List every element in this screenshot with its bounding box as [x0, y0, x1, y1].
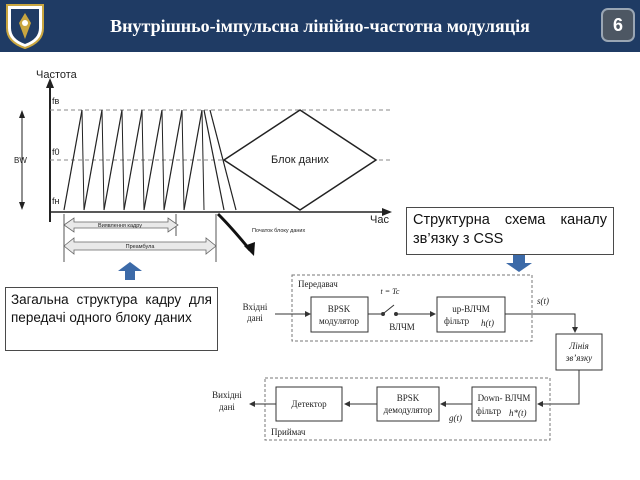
chirp-reset-line	[141, 109, 145, 211]
receiver-frame	[264, 377, 551, 441]
down-filter-label-2: фільтр	[476, 406, 502, 416]
time-axis-label: Час	[370, 214, 389, 226]
f-bottom-label: fн	[52, 196, 60, 206]
receiver-label: Приймач	[271, 427, 306, 437]
slide-title: Внутрішньо-імпульсна лінійно-частотна мо…	[110, 16, 530, 36]
sync-bar-label: Виявлення кадру	[98, 223, 142, 229]
input-data-line-1: Вхідні	[243, 302, 268, 312]
chirp-reset-line	[161, 109, 165, 211]
chirp-reset-line	[201, 109, 205, 211]
up-callout-arrow-icon	[118, 262, 142, 280]
switch-time-label: t = Tc	[381, 287, 400, 296]
bpsk-modulator-label-1: BPSK	[328, 304, 351, 314]
bpsk-demodulator-block	[376, 386, 440, 422]
transmitter-frame	[291, 274, 533, 342]
signal-g-label: g(t)	[449, 413, 462, 423]
signal-s-label: s(t)	[537, 296, 549, 306]
channel-block	[555, 333, 603, 371]
chirp-label: ВЛЧМ	[389, 322, 415, 332]
up-filter-label-2: фільтр	[444, 316, 470, 326]
channel-to-rx-arrow	[537, 370, 580, 407]
chirp-sweeps	[63, 109, 237, 211]
up-chirp-sweep	[123, 109, 143, 211]
preamble-bar	[63, 237, 217, 255]
block-start-label: Початок блоку даних	[252, 228, 306, 234]
frame-structure-callout: Загальна структура кадру для передачі од…	[5, 287, 218, 351]
frequency-axis-arrow-icon	[46, 78, 54, 88]
data-block-diamond	[222, 109, 378, 211]
up-chirp-sweep	[83, 109, 103, 211]
sync-bar	[63, 217, 179, 233]
chirp-reset-line	[121, 109, 125, 211]
block-start-pointer-arrow-icon	[244, 242, 255, 256]
bandwidth-arrow-down-icon	[19, 202, 25, 210]
output-data-line-1: Вихідні	[212, 390, 242, 400]
up-chirp-sweep	[163, 109, 183, 211]
data-block-label: Блок даних	[271, 154, 329, 166]
chirp-frame-figure: Частота Час fв f0 fн BW Блок даних Виявл…	[14, 69, 392, 262]
bpsk-demodulator-label-1: BPSK	[397, 393, 420, 403]
slide-header: Внутрішньо-імпульсна лінійно-частотна мо…	[0, 0, 640, 52]
transmitter-label: Передавач	[298, 279, 338, 289]
up-filter-label-1: up-ВЛЧМ	[452, 304, 490, 314]
chirp-reset-line	[181, 109, 185, 211]
chirp-reset-line	[101, 109, 105, 211]
up-chirp-sweep	[63, 109, 83, 211]
input-data-line-2: дані	[247, 313, 263, 323]
detector-label: Детектор	[291, 399, 327, 409]
down-chirp-sweep	[203, 109, 225, 211]
up-filter-function: h(t)	[481, 318, 494, 328]
switch-node-right	[394, 312, 398, 316]
f-top-label: fв	[52, 96, 60, 106]
bandwidth-label: BW	[14, 156, 27, 165]
bpsk-modulator-label-2: модулятор	[319, 316, 360, 326]
bpsk-demodulator-label-2: демодулятор	[384, 405, 433, 415]
time-axis-arrow-icon	[382, 208, 392, 216]
up-chirp-filter-block	[436, 296, 506, 333]
bpsk-modulator-block	[310, 296, 369, 333]
tx-to-channel-arrow	[505, 313, 578, 333]
down-callout-arrow-icon	[506, 255, 532, 272]
f-center-label: f0	[52, 147, 60, 157]
up-chirp-sweep	[183, 109, 203, 211]
down-filter-function: h*(t)	[509, 408, 527, 418]
university-crest-icon	[6, 4, 44, 50]
page-number-badge: 6	[601, 8, 635, 42]
up-chirp-sweep	[143, 109, 163, 211]
down-filter-label-1: Down- ВЛЧМ	[478, 393, 531, 403]
up-chirp-sweep	[103, 109, 123, 211]
chirp-reset-line	[81, 109, 85, 211]
detector-block	[275, 386, 343, 422]
bandwidth-arrow-up-icon	[19, 110, 25, 118]
channel-label-2: зв’язку	[565, 353, 592, 363]
down-chirp-filter-block	[471, 386, 537, 422]
frequency-axis-label: Частота	[36, 69, 78, 81]
output-data-line-2: дані	[219, 402, 235, 412]
structure-diagram-callout: Структурна схема каналу зв’язку з CSS	[406, 207, 614, 255]
preamble-bar-label: Преамбула	[126, 244, 156, 250]
css-block-diagram: Передавач Вхідні дані BPSK модулятор t =…	[212, 274, 603, 441]
sampling-switch	[383, 304, 395, 314]
channel-label-1: Лінія	[568, 341, 589, 351]
block-start-pointer	[216, 212, 252, 251]
